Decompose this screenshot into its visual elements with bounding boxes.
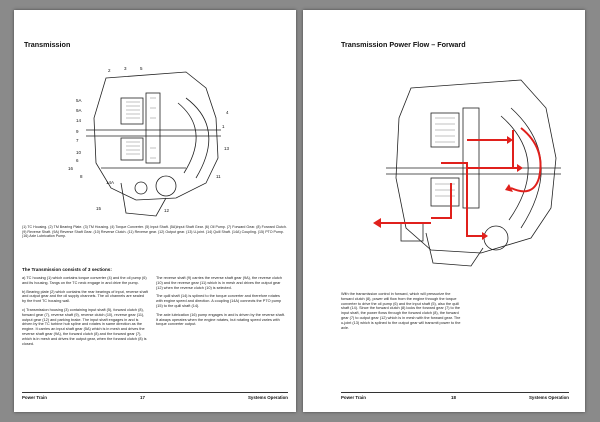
page-number: 18 <box>451 395 456 400</box>
label-13: 13 <box>224 146 230 151</box>
paragraph: The quill shaft (14) is splined to the t… <box>156 294 282 308</box>
label-12: 12 <box>164 208 170 213</box>
label-15: 15 <box>96 206 102 211</box>
label-7: 7 <box>76 138 79 143</box>
label-11: 11 <box>216 174 221 179</box>
page-footer: Power Train 17 Systems Operation <box>22 392 288 403</box>
paragraph: c) Transmission housing (3) containing i… <box>22 307 147 346</box>
paragraph: a) TC housing (1) which contains torque … <box>22 276 147 285</box>
left-page: Transmission <box>14 10 296 412</box>
paragraph: The axle lubrication (16) pump engages i… <box>156 312 285 327</box>
text-column-2: The reverse shaft (9) carries the revers… <box>156 276 286 331</box>
power-flow-forward-figure <box>373 79 561 267</box>
section-heading: The Transmission consists of 3 sections: <box>22 267 112 272</box>
transmission-cross-section-figure: 2 3 5 5A 9A 14 9 7 10 6 16 8 14A 15 12 1… <box>68 66 230 217</box>
body-text: With the transmission control in forward… <box>341 292 461 330</box>
label-8: 8 <box>80 174 83 179</box>
label-1: 1 <box>222 124 225 129</box>
label-14a: 14A <box>106 180 114 185</box>
label-2: 2 <box>108 68 111 73</box>
label-10: 10 <box>76 150 82 155</box>
label-5a: 5A <box>76 98 82 103</box>
label-9: 9 <box>76 129 79 134</box>
footer-right: Systems Operation <box>528 395 569 400</box>
label-3: 3 <box>124 66 127 71</box>
page-title: Transmission <box>24 40 71 49</box>
page-footer: Power Train 18 Systems Operation <box>341 392 569 403</box>
figure-caption: (1) TC Housing. (2) TM Bearing Plate. (3… <box>22 225 287 239</box>
label-4: 4 <box>226 110 229 115</box>
footer-left: Power Train <box>341 395 366 400</box>
label-6: 6 <box>76 158 79 163</box>
page-number: 17 <box>140 395 145 400</box>
paragraph: b) Bearing plate (2) which contains the … <box>22 289 148 304</box>
footer-right: Systems Operation <box>247 395 288 400</box>
right-page: Transmission Power Flow – Forward <box>303 10 585 412</box>
paragraph: The reverse shaft (9) carries the revers… <box>156 276 282 290</box>
label-16: 16 <box>68 166 74 171</box>
text-column-1: a) TC housing (1) which contains torque … <box>22 276 148 350</box>
label-9a: 9A <box>76 108 82 113</box>
label-5: 5 <box>140 66 143 71</box>
footer-left: Power Train <box>22 395 47 400</box>
page-title: Transmission Power Flow – Forward <box>341 40 466 49</box>
label-14: 14 <box>76 118 82 123</box>
